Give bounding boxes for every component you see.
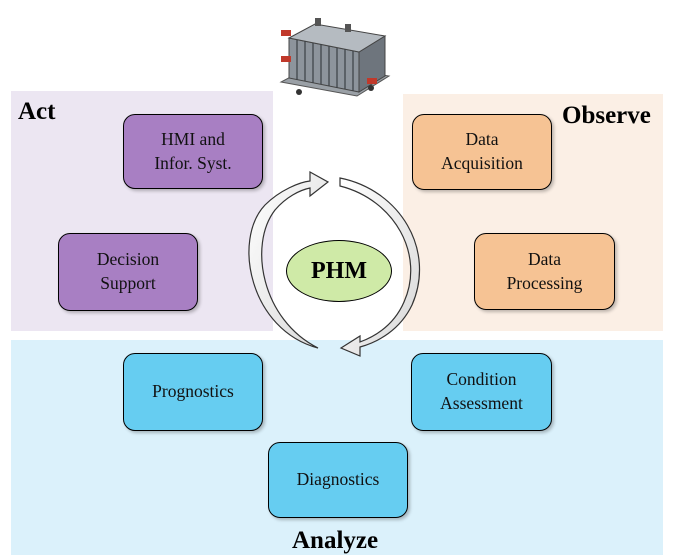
observe-title: Observe [562, 102, 651, 129]
left-cycle-arrow [248, 170, 330, 349]
analyze-title: Analyze [292, 527, 379, 554]
phm-center: PHM [286, 240, 392, 302]
data-processing-box: Data Processing [474, 233, 615, 310]
fuel-cell-stack-image [275, 4, 395, 122]
right-cycle-arrow [339, 177, 421, 357]
data-acquisition-box: Data Acquisition [412, 114, 552, 190]
decision-support-box: Decision Support [58, 233, 198, 311]
condition-assessment-label: Condition Assessment [440, 369, 523, 413]
diagnostics-label: Diagnostics [296, 469, 380, 490]
prognostics-label: Prognostics [152, 381, 234, 402]
act-title: Act [18, 98, 56, 125]
data-processing-label: Data Processing [506, 248, 583, 293]
decision-support-label: Decision Support [96, 249, 160, 293]
data-acquisition-label: Data Acquisition [441, 129, 523, 173]
condition-assessment-box: Condition Assessment [411, 353, 552, 431]
hmi-label: HMI and Infor. Syst. [154, 128, 232, 173]
hmi-box: HMI and Infor. Syst. [123, 114, 263, 189]
prognostics-box: Prognostics [123, 353, 263, 431]
diagnostics-box: Diagnostics [268, 442, 408, 518]
